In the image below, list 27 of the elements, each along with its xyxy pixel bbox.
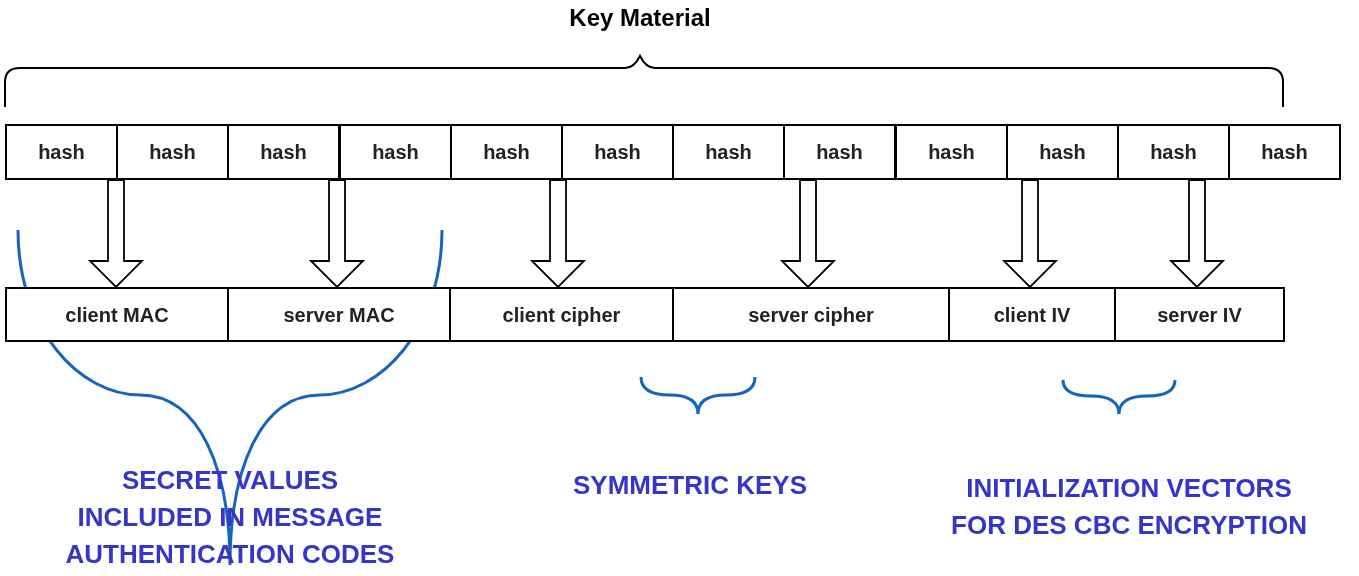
block-arrow: [529, 179, 587, 289]
key-block-cell: hash: [672, 124, 785, 180]
key-block-cell: hash: [116, 124, 229, 180]
key-block-cell: client IV: [948, 287, 1116, 342]
block-arrow: [87, 179, 145, 289]
key-block-cell: hash: [895, 124, 1008, 180]
key-block-cell: hash: [227, 124, 340, 180]
key-block-cell: server MAC: [227, 287, 451, 342]
annotation-text: SYMMETRIC KEYS: [572, 469, 808, 502]
key-block-cell: hash: [5, 124, 118, 180]
key-block-cell: client cipher: [449, 287, 674, 342]
key-block-cell: hash: [783, 124, 896, 180]
key-block-cell: client MAC: [5, 287, 229, 342]
key-block-cell: hash: [1117, 124, 1230, 180]
block-arrow: [779, 179, 837, 289]
key-block-cell: hash: [1006, 124, 1119, 180]
block-arrow: [308, 179, 366, 289]
key-block-cell: server IV: [1114, 287, 1285, 342]
key-block-cell: hash: [450, 124, 563, 180]
key-block-cell: server cipher: [672, 287, 950, 342]
diagram-title: Key Material: [568, 3, 712, 33]
key-block-cell: hash: [561, 124, 674, 180]
key-block-cell: hash: [1228, 124, 1341, 180]
block-arrow: [1168, 179, 1226, 289]
key-block-cell: hash: [339, 124, 452, 180]
annotation-text: INITIALIZATION VECTORS FOR DES CBC ENCRYPTION: [950, 472, 1308, 542]
block-arrow: [1001, 179, 1059, 289]
